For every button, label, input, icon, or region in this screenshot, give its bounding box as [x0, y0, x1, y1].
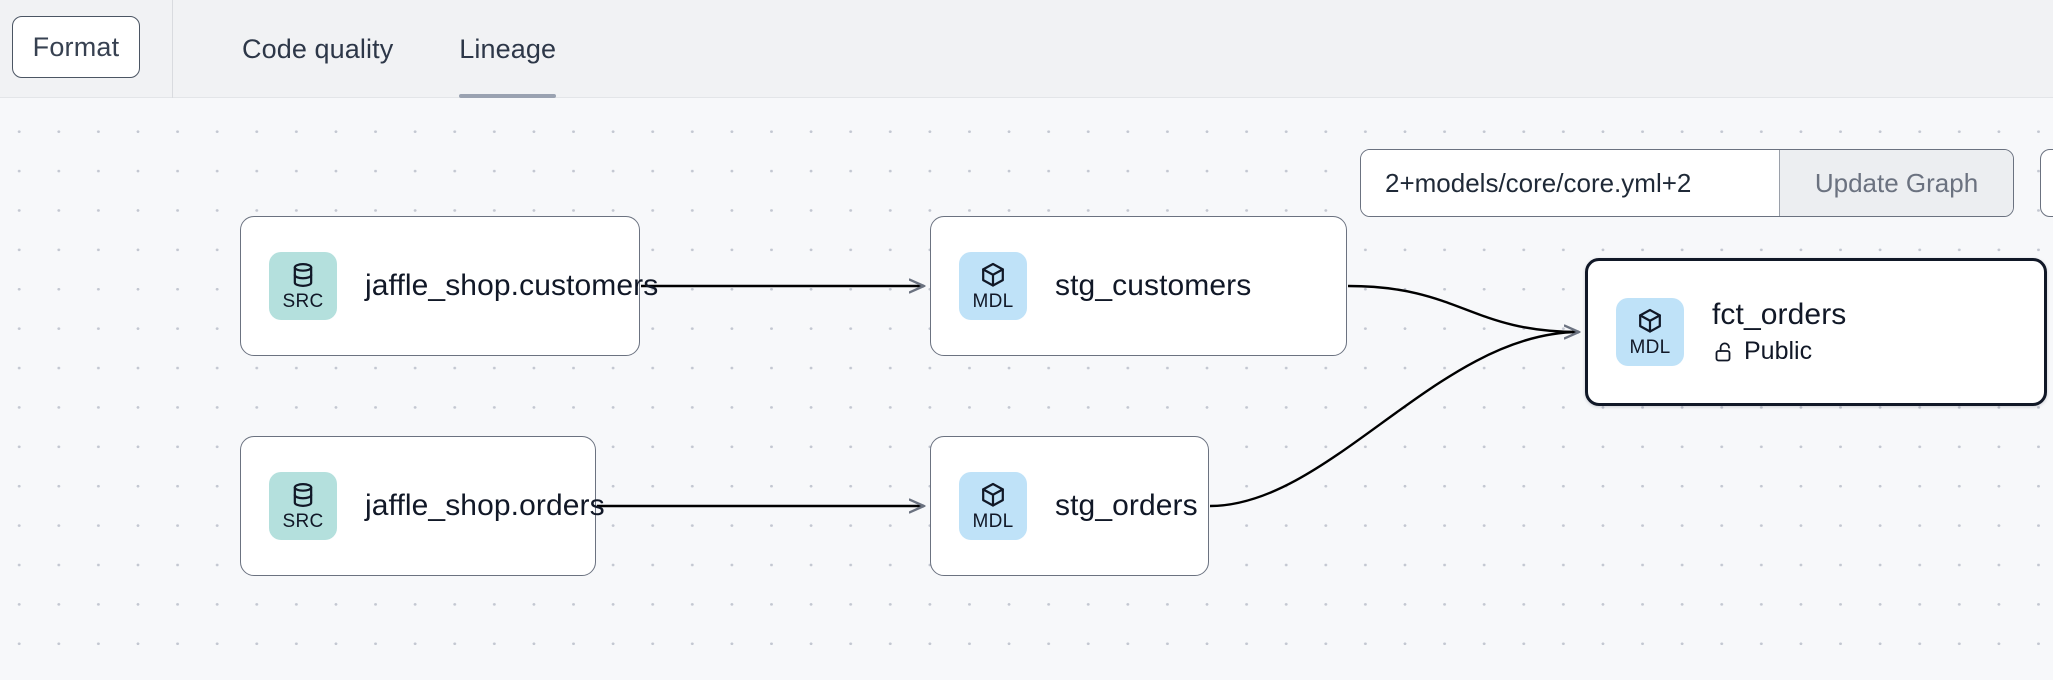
lineage-canvas[interactable]: SRC jaffle_shop.customers MDL stg_custom… — [0, 98, 2053, 680]
tab-code-quality[interactable]: Code quality — [172, 0, 393, 98]
lineage-node-src-orders[interactable]: SRC jaffle_shop.orders — [240, 436, 605, 576]
graph-controls: Update Graph — [1360, 149, 2014, 217]
node-badge-mdl: MDL — [959, 252, 1027, 320]
node-badge-src-label: SRC — [282, 291, 324, 312]
lineage-node-fct-orders[interactable]: MDL fct_orders Public — [1585, 258, 2047, 406]
tab-lineage[interactable]: Lineage — [393, 0, 557, 98]
graph-selector-input[interactable] — [1361, 150, 1779, 216]
node-title: jaffle_shop.customers — [365, 268, 659, 302]
unlock-icon — [1715, 342, 1731, 362]
toolbar-divider — [172, 0, 173, 98]
cube-icon — [982, 262, 1004, 287]
node-body: jaffle_shop.orders — [365, 489, 605, 524]
node-badge-src: SRC — [269, 252, 337, 320]
node-badge-mdl: MDL — [959, 472, 1027, 540]
node-badge-mdl-label: MDL — [972, 291, 1014, 312]
node-title: fct_orders — [1712, 297, 1847, 331]
lineage-node-stg-customers[interactable]: MDL stg_customers — [930, 216, 1347, 356]
tab-bar: Code quality Lineage — [172, 0, 557, 98]
node-body: jaffle_shop.customers — [365, 269, 658, 304]
top-toolbar: Format Code quality Lineage — [0, 0, 2053, 98]
node-title: jaffle_shop.orders — [365, 488, 605, 522]
node-body: fct_orders Public — [1712, 298, 1846, 367]
node-title: stg_orders — [1055, 488, 1198, 522]
node-badge-src: SRC — [269, 472, 337, 540]
node-body: stg_orders — [1055, 489, 1198, 524]
tab-lineage-label: Lineage — [459, 33, 557, 64]
lineage-node-src-customers[interactable]: SRC jaffle_shop.customers — [240, 216, 658, 356]
cube-icon — [982, 482, 1004, 507]
node-body: stg_customers — [1055, 269, 1251, 304]
edge-stg-orders-to-fct-orders — [1209, 332, 1579, 508]
node-access-label: Public — [1744, 337, 1813, 366]
database-icon — [293, 483, 313, 507]
edge-stg-customers-to-fct-orders — [1347, 284, 1580, 334]
tab-code-quality-label: Code quality — [242, 33, 394, 64]
update-graph-button[interactable]: Update Graph — [1779, 150, 2013, 216]
node-badge-mdl-label: MDL — [1629, 337, 1671, 358]
side-panel-control[interactable] — [2040, 149, 2053, 217]
cube-icon — [1639, 308, 1661, 333]
node-badge-mdl-label: MDL — [972, 511, 1014, 532]
node-badge-src-label: SRC — [282, 511, 324, 532]
node-badge-mdl: MDL — [1616, 298, 1684, 366]
active-tab-indicator — [459, 94, 557, 98]
node-title: stg_customers — [1055, 268, 1252, 302]
lineage-node-stg-orders[interactable]: MDL stg_orders — [930, 436, 1209, 576]
node-access-level: Public — [1712, 337, 1846, 366]
database-icon — [293, 263, 313, 287]
format-button[interactable]: Format — [12, 16, 140, 78]
